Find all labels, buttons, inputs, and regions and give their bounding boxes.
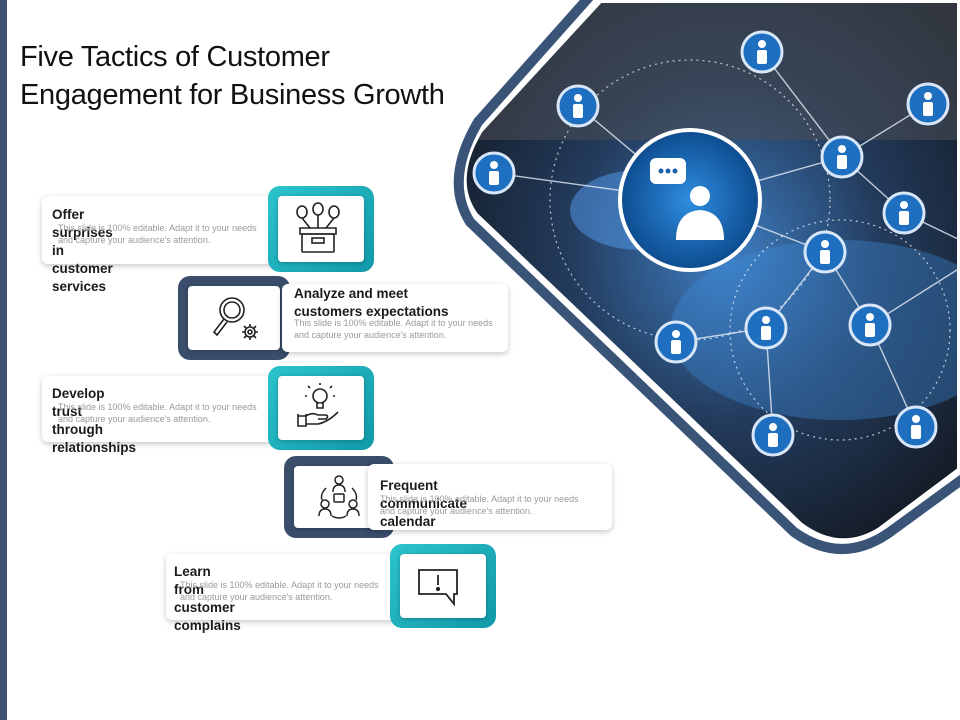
tactic-heading: Analyze and meet customers expectations xyxy=(294,286,449,319)
magnifier-gear-icon xyxy=(212,297,258,340)
slide-title: Five Tactics of Customer Engagement for … xyxy=(20,41,445,111)
tactic-description: This slide is 100% editable. Adapt it to… xyxy=(58,402,257,424)
tactic-description: This slide is 100% editable. Adapt it to… xyxy=(58,223,257,245)
tactic-description: This slide is 100% editable. Adapt it to… xyxy=(380,494,579,516)
tactic-card xyxy=(166,554,406,620)
left-accent-bar xyxy=(0,0,7,720)
tactic-card xyxy=(42,376,282,442)
tactic-icon-frame xyxy=(390,544,496,628)
tactic-card xyxy=(42,196,282,264)
tactic-description: This slide is 100% editable. Adapt it to… xyxy=(180,580,379,602)
people-cycle-icon xyxy=(318,475,360,519)
tactic-heading: Offer surprises in customer services xyxy=(52,207,113,294)
tactic-heading: Learn from customer complains xyxy=(174,564,241,633)
gift-box-balloons-icon xyxy=(296,202,340,253)
tactic-heading: Develop trust through relationships xyxy=(52,386,137,455)
tactic-description: This slide is 100% editable. Adapt it to… xyxy=(294,318,493,340)
tactic-card xyxy=(282,284,508,352)
speech-bubble-exclamation-icon xyxy=(418,569,458,607)
person-node-icons xyxy=(472,30,950,457)
hand-lightbulb-icon xyxy=(297,383,339,427)
tactic-card xyxy=(368,464,612,530)
tactic-heading: Frequent communicate calendar xyxy=(380,478,468,529)
tactic-icon-frame xyxy=(268,186,374,272)
